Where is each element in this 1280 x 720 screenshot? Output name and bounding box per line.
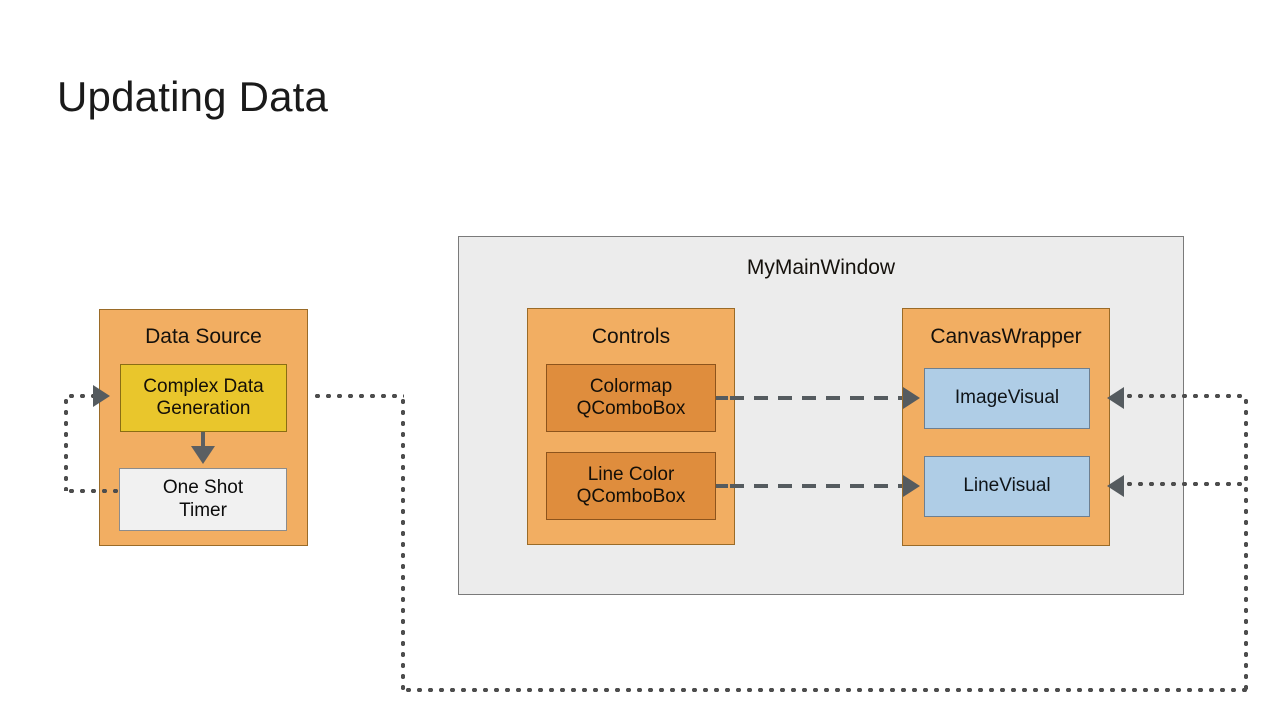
controls-title: Controls bbox=[591, 325, 671, 348]
complex-data-generation-label: Complex Data Generation bbox=[143, 375, 264, 419]
box-line-color-qcombobox[interactable]: Line Color QComboBox bbox=[546, 452, 716, 520]
box-image-visual[interactable]: ImageVisual bbox=[924, 368, 1090, 429]
canvas-wrapper-title: CanvasWrapper bbox=[930, 325, 1082, 348]
connector-colormap-to-imagevisual bbox=[730, 396, 902, 400]
connector-linecolor-to-linevisual bbox=[730, 484, 902, 488]
line-color-qcombobox-label: Line Color QComboBox bbox=[576, 463, 686, 507]
connector-generation-to-timer-arrowhead bbox=[191, 446, 215, 464]
line-visual-label: LineVisual bbox=[963, 475, 1051, 497]
connector-linecolor-stub bbox=[716, 484, 728, 488]
connector-generation-out-horizontal bbox=[312, 394, 404, 398]
page-title: Updating Data bbox=[57, 73, 329, 120]
connector-data-path-right-riser bbox=[1244, 396, 1248, 690]
connector-data-path-left-riser bbox=[401, 396, 405, 690]
connector-generation-to-timer-stem bbox=[201, 432, 205, 450]
connector-data-path-bottom bbox=[403, 688, 1247, 692]
image-visual-label: ImageVisual bbox=[954, 387, 1060, 409]
connector-timer-out-horizontal bbox=[66, 489, 121, 493]
connector-timer-loop-into-generation bbox=[66, 394, 94, 398]
one-shot-timer-label: One Shot Timer bbox=[162, 477, 244, 521]
connector-data-path-to-linevisual bbox=[1124, 482, 1246, 486]
connector-into-generation-arrowhead bbox=[93, 385, 110, 407]
colormap-qcombobox-label: Colormap QComboBox bbox=[576, 375, 686, 419]
connector-timer-loop-vertical bbox=[64, 396, 68, 491]
data-source-title: Data Source bbox=[145, 325, 262, 348]
my-main-window-title: MyMainWindow bbox=[746, 256, 896, 279]
connector-colormap-arrowhead bbox=[903, 387, 920, 409]
box-colormap-qcombobox[interactable]: Colormap QComboBox bbox=[546, 364, 716, 432]
connector-linevisual-arrowhead bbox=[1107, 475, 1124, 497]
box-complex-data-generation[interactable]: Complex Data Generation bbox=[120, 364, 287, 432]
box-line-visual[interactable]: LineVisual bbox=[924, 456, 1090, 517]
box-one-shot-timer[interactable]: One Shot Timer bbox=[119, 468, 287, 531]
connector-data-path-to-imagevisual bbox=[1124, 394, 1246, 398]
connector-imagevisual-arrowhead bbox=[1107, 387, 1124, 409]
connector-linecolor-arrowhead bbox=[903, 475, 920, 497]
connector-colormap-stub bbox=[716, 396, 728, 400]
